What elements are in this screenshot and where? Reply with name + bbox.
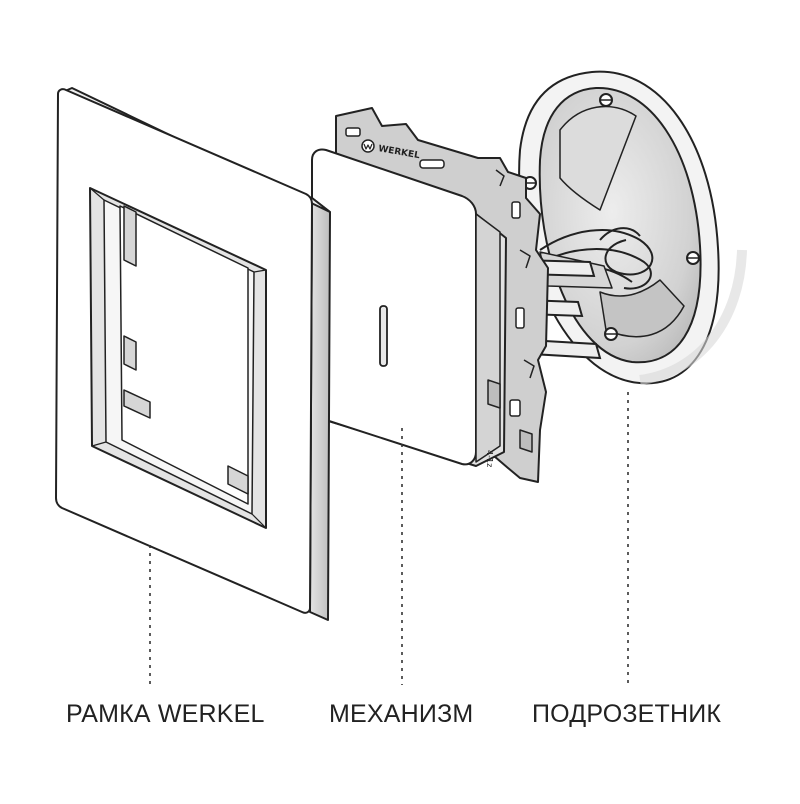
indicator-slot [379,305,388,367]
screw-icon [686,251,700,265]
back-box [518,70,747,385]
screw-icon [599,93,613,107]
leader-lines [149,392,629,685]
frame [55,87,331,621]
label-frame: РАМКА WERKEL [66,700,265,728]
label-back-box: ПОДРОЗЕТНИК [532,700,722,728]
screw-icon [604,327,618,341]
mechanism: WERKEL 4-1z [311,107,549,483]
mechanism-mark: 4-1z [485,450,494,467]
brand-logo-icon [361,139,375,153]
label-mechanism: МЕХАНИЗМ [329,700,474,728]
key-face [311,148,477,466]
